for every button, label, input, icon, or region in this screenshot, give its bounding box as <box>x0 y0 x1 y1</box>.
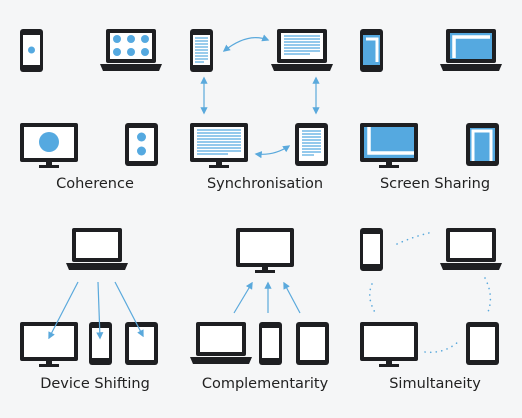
monitor-icon <box>20 322 78 367</box>
coherence-panel <box>20 29 162 168</box>
tablet-icon <box>296 322 329 365</box>
monitor-icon <box>236 228 294 273</box>
phone-icon <box>360 29 383 72</box>
simultaneity-panel <box>360 228 502 367</box>
laptop-icon <box>100 29 162 71</box>
complementarity-panel <box>190 228 329 365</box>
phone-icon <box>89 322 112 365</box>
phone-icon <box>20 29 43 72</box>
simultaneity-dotted-links <box>368 231 492 354</box>
screen-sharing-panel <box>360 29 502 168</box>
phone-icon <box>259 322 282 365</box>
phone-icon <box>360 228 383 271</box>
laptop-icon <box>271 29 333 71</box>
laptop-icon <box>66 228 128 270</box>
caption-coherence: Coherence <box>56 176 134 192</box>
sync-arrows <box>200 34 320 159</box>
monitor-icon <box>360 123 418 168</box>
tablet-icon <box>295 123 328 166</box>
phone-icon <box>190 29 213 72</box>
laptop-icon <box>190 322 252 364</box>
tablet-icon <box>125 322 158 365</box>
tablet-icon <box>125 123 158 166</box>
caption-simultaneity: Simultaneity <box>389 376 481 392</box>
laptop-icon <box>440 29 502 71</box>
monitor-icon <box>20 123 78 168</box>
caption-screen-sharing: Screen Sharing <box>379 176 491 192</box>
complement-arrows <box>233 281 301 314</box>
caption-complementarity: Complementarity <box>201 376 329 392</box>
monitor-icon <box>360 322 418 367</box>
laptop-icon <box>440 228 502 270</box>
monitor-icon <box>190 123 248 168</box>
tablet-icon <box>466 322 499 365</box>
caption-synchronisation: Synchronisation <box>206 176 324 192</box>
shift-arrows <box>48 281 144 340</box>
device-shifting-panel <box>20 228 158 367</box>
tablet-icon <box>466 123 499 166</box>
synchronisation-panel <box>190 29 333 168</box>
caption-device-shifting: Device Shifting <box>40 376 150 392</box>
